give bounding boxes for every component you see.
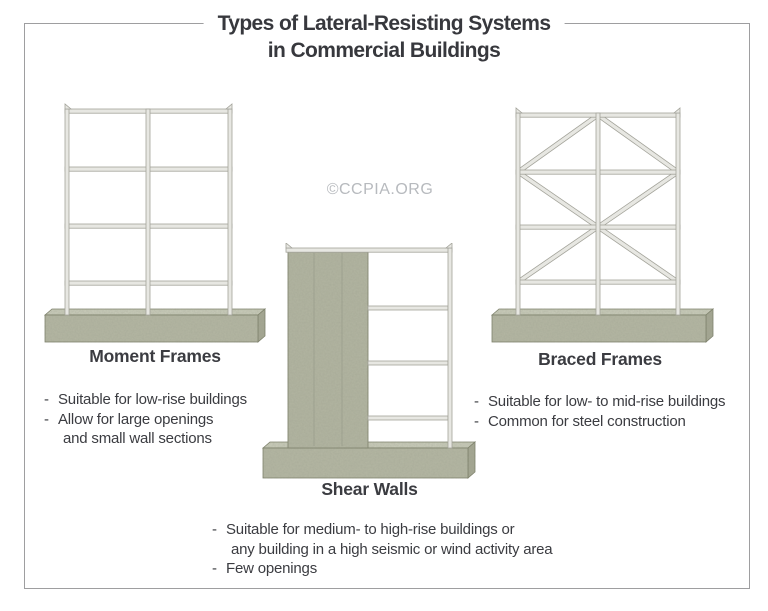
concrete-foundation bbox=[490, 308, 715, 343]
bullet-text: Common for steel construction bbox=[488, 412, 686, 430]
bullet-dash: - bbox=[44, 410, 49, 428]
diagram-title: Types of Lateral-Resisting Systems in Co… bbox=[203, 10, 565, 64]
bullet-text: Allow for large openings bbox=[58, 410, 214, 428]
bullet-text: Suitable for low- to mid-rise buildings bbox=[488, 393, 726, 410]
title-line-1: Types of Lateral-Resisting Systems bbox=[217, 12, 551, 35]
bullet-dash: - bbox=[212, 560, 217, 577]
steel-columns bbox=[64, 103, 233, 316]
diagonal-braces bbox=[516, 112, 680, 285]
bullet-item: - Suitable for low- to mid-rise building… bbox=[474, 392, 726, 412]
braced-frames-label: Braced Frames bbox=[538, 349, 662, 369]
bullet-text: any building in a high seismic or wind a… bbox=[231, 540, 553, 558]
title-line-2: in Commercial Buildings bbox=[267, 39, 501, 62]
shear-wall-illustration bbox=[261, 243, 477, 479]
bullet-item: - Suitable for medium- to high-rise buil… bbox=[212, 520, 553, 559]
bullet-item: - Allow for large openings and small wal… bbox=[44, 410, 247, 449]
watermark: ©CCPIA.ORG bbox=[326, 181, 434, 198]
bullet-item: - Suitable for low-rise buildings bbox=[44, 390, 247, 410]
shear-walls-label: Shear Walls bbox=[321, 479, 418, 499]
braced-frames-bullets: - Suitable for low- to mid-rise building… bbox=[474, 392, 726, 432]
braced-frame-illustration bbox=[490, 107, 715, 343]
bullet-text: Few openings bbox=[226, 560, 317, 577]
concrete-shear-wall bbox=[287, 249, 369, 449]
steel-columns bbox=[515, 107, 681, 316]
bullet-dash: - bbox=[44, 391, 49, 408]
bullet-text: and small wall sections bbox=[63, 430, 212, 447]
bullet-text: Suitable for medium- to high-rise buildi… bbox=[226, 521, 515, 538]
moment-frame-illustration bbox=[43, 103, 267, 343]
bullet-dash: - bbox=[474, 412, 479, 430]
bullet-dash: - bbox=[212, 521, 217, 538]
moment-frames-label: Moment Frames bbox=[89, 346, 221, 366]
bullet-item: - Few openings bbox=[212, 559, 552, 579]
bullet-text: Suitable for low-rise buildings bbox=[58, 391, 247, 408]
steel-columns bbox=[285, 243, 453, 449]
bullet-item: - Common for steel construction bbox=[474, 412, 725, 432]
shear-walls-bullets: - Suitable for medium- to high-rise buil… bbox=[212, 520, 553, 579]
moment-frames-bullets: - Suitable for low-rise buildings - Allo… bbox=[44, 390, 247, 449]
concrete-foundation bbox=[43, 308, 267, 343]
bullet-dash: - bbox=[474, 393, 479, 410]
